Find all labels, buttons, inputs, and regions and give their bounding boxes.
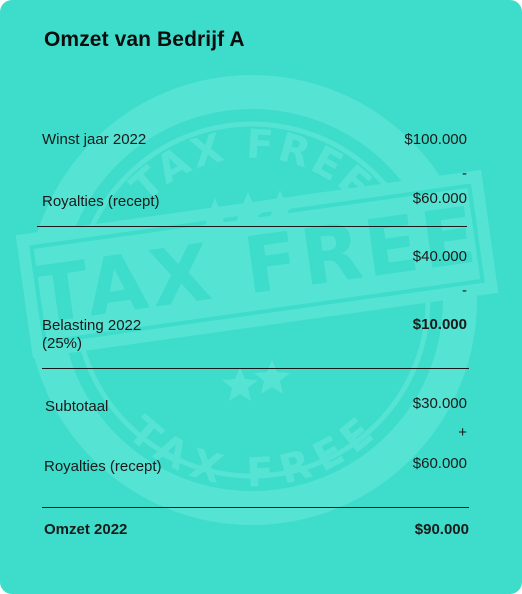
minus-operator: -	[462, 282, 467, 299]
svg-text:TAX FREE: TAX FREE	[122, 121, 382, 210]
page-title: Omzet van Bedrijf A	[44, 28, 245, 51]
tax-value: $10.000	[412, 316, 467, 333]
intermediate-result-value: $40.000	[412, 248, 467, 265]
divider-1	[37, 226, 467, 227]
royalties-label: Royalties (recept)	[42, 193, 160, 210]
stamp-top-arc-text: TAX FREE	[122, 121, 379, 210]
divider-3	[42, 507, 469, 508]
subtotal-value: $30.000	[412, 395, 467, 412]
stamp-banner	[15, 169, 499, 359]
royalties-value: $60.000	[412, 190, 467, 207]
plus-operator: +	[458, 424, 467, 441]
royalties-label-2: Royalties (recept)	[44, 458, 162, 475]
royalties-value-2: $60.000	[412, 455, 467, 472]
profit-value: $100.000	[404, 131, 467, 148]
tax-label-line1: Belasting 2022	[42, 317, 142, 334]
profit-label: Winst jaar 2022	[42, 131, 147, 148]
stamp-stars-top	[197, 190, 298, 232]
minus-operator: -	[462, 165, 467, 182]
total-value: $90.000	[414, 521, 469, 538]
divider-2	[42, 368, 469, 369]
total-label: Omzet 2022	[44, 521, 128, 538]
subtotal-label: Subtotaal	[45, 398, 109, 415]
tax-label-line2: (25%)	[42, 335, 83, 352]
stamp-stars-bottom	[222, 360, 290, 401]
